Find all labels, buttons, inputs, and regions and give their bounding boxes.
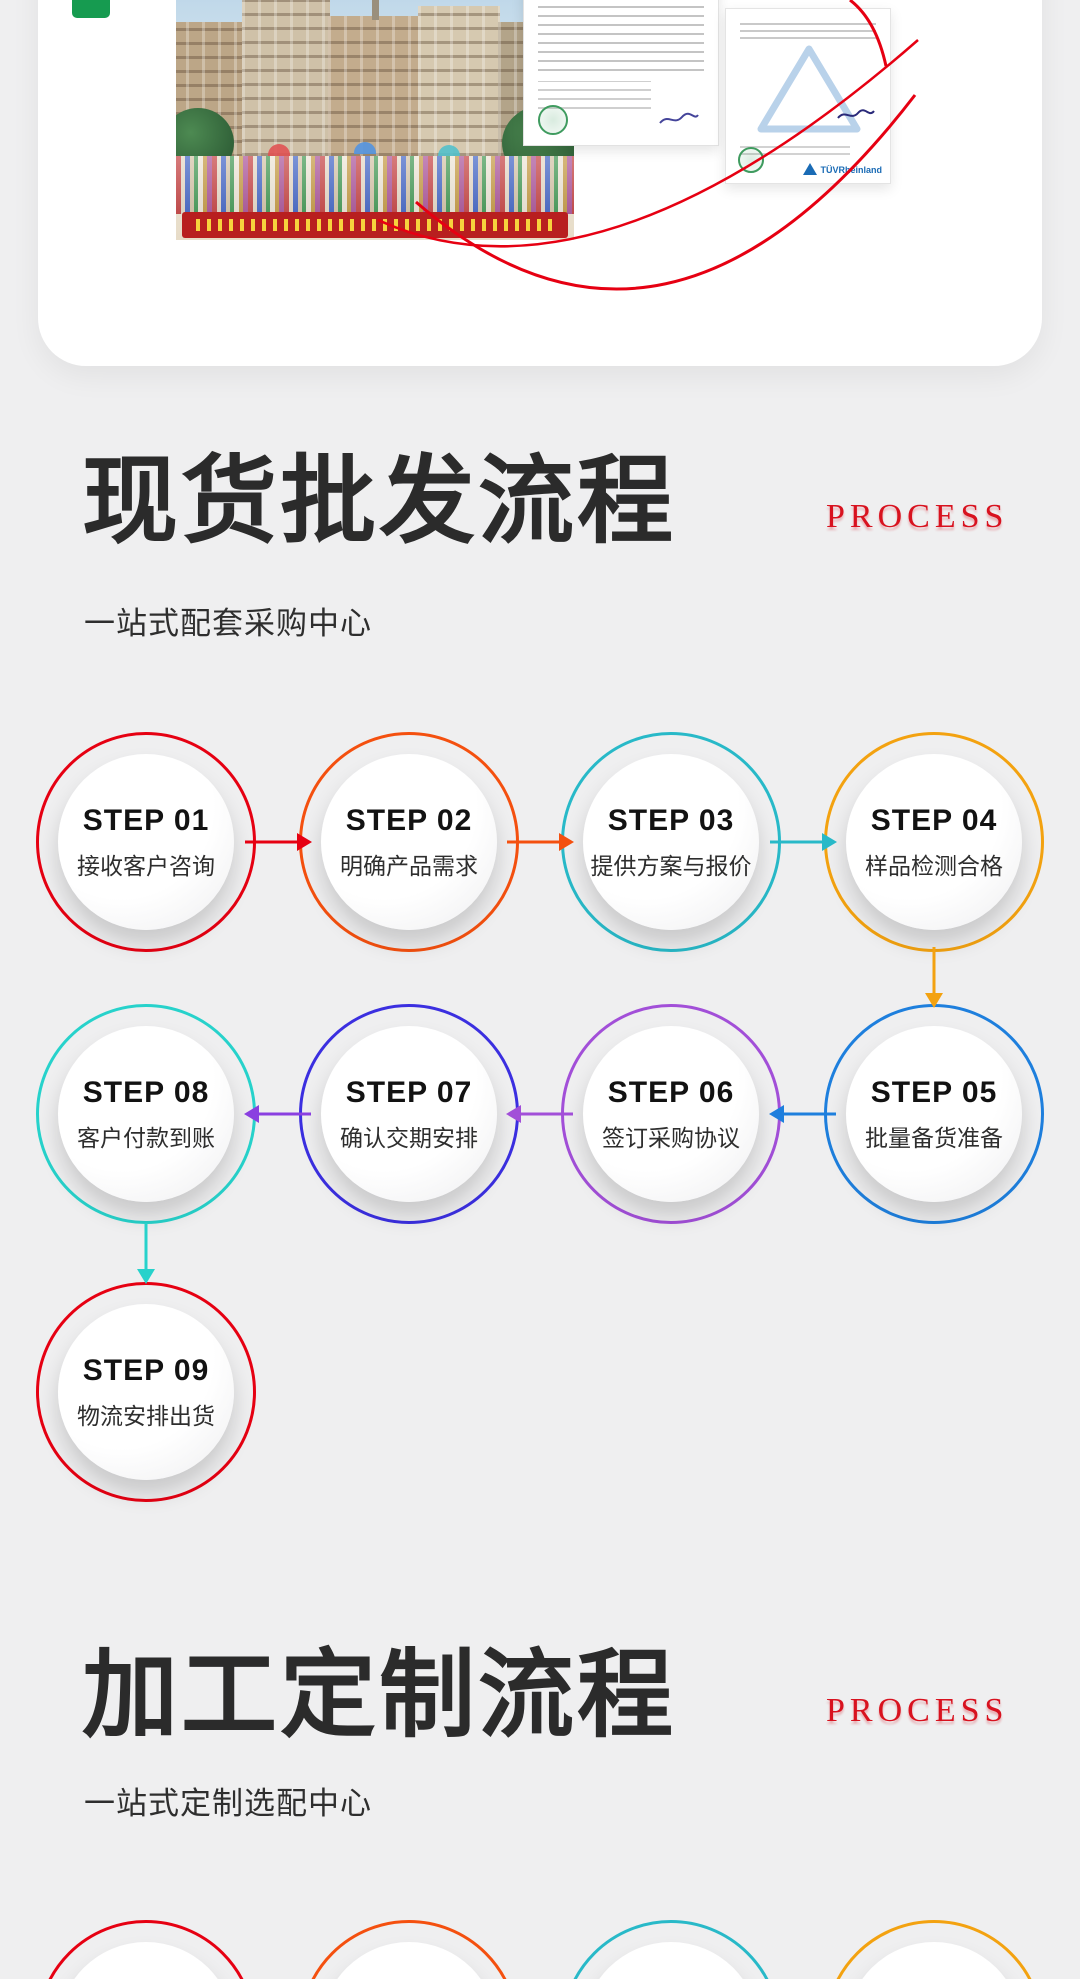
step-number: STEP 04 — [870, 803, 998, 837]
step-circle-09: STEP 09 物流安排出货 — [36, 1282, 256, 1502]
step-inner-circle: STEP 09 物流安排出货 — [58, 1304, 234, 1480]
signature-icon — [659, 112, 699, 124]
step-circle-05: STEP 05 批量备货准备 — [824, 1004, 1044, 1224]
step-circle-06: STEP 06 签订采购协议 — [561, 1004, 781, 1224]
photo-umbrella — [354, 142, 376, 154]
flow-arrow-left-icon — [768, 1102, 838, 1126]
step-number: STEP 08 — [82, 1075, 210, 1109]
step-label: 接收客户咨询 — [77, 852, 215, 879]
step-number: STEP 03 — [607, 803, 735, 837]
step-number: STEP 01 — [82, 803, 210, 837]
step-inner-circle: STEP 07 确认交期安排 — [321, 1026, 497, 1202]
step-label: 批量备货准备 — [865, 1124, 1003, 1151]
flow-arrow-right-icon — [505, 830, 575, 854]
company-group-photo — [176, 0, 574, 240]
process-tag: PROCESS — [826, 498, 1009, 535]
banner-text-marks — [196, 219, 554, 231]
step-circle-01: STEP 01 接收客户咨询 — [36, 732, 256, 952]
tuv-certificate: TÜVRheinland — [725, 8, 891, 184]
flow-arrow-left-icon — [243, 1102, 313, 1126]
green-stamp-icon — [538, 105, 568, 135]
flow-arrow-right-icon — [243, 830, 313, 854]
step-label: 样品检测合格 — [865, 852, 1003, 879]
tuv-logo-text: TÜVRheinland — [820, 165, 882, 175]
step-label: 确认交期安排 — [340, 1124, 478, 1151]
step-number: STEP 09 — [82, 1353, 210, 1387]
step-number: STEP 06 — [607, 1075, 735, 1109]
step-circle-partial-4 — [824, 1920, 1044, 1979]
photo-crowd — [176, 156, 574, 214]
flow-arrow-left-icon — [505, 1102, 575, 1126]
section-subtitle-wholesale: 一站式配套采购中心 — [84, 606, 372, 641]
step-circle-07: STEP 07 确认交期安排 — [299, 1004, 519, 1224]
step-inner-circle: STEP 06 签订采购协议 — [583, 1026, 759, 1202]
green-seal-icon — [738, 147, 764, 173]
flow-arrow-down-icon — [922, 945, 946, 1009]
flow-arrow-down-icon — [134, 1221, 158, 1285]
photo-red-banner — [182, 212, 568, 238]
certificate-text-lines — [740, 19, 876, 39]
brand-logo-fragment — [72, 0, 110, 18]
step-label: 客户付款到账 — [77, 1124, 215, 1151]
tuv-logo: TÜVRheinland — [803, 163, 882, 175]
photo-building — [328, 16, 420, 156]
step-number: STEP 07 — [345, 1075, 473, 1109]
step-label: 明确产品需求 — [340, 852, 478, 879]
section-title-custom: 加工定制流程 — [82, 1642, 676, 1749]
section-subtitle-custom: 一站式定制选配中心 — [84, 1786, 372, 1821]
step-circle-03: STEP 03 提供方案与报价 — [561, 732, 781, 952]
photo-umbrella — [268, 144, 290, 156]
step-number: STEP 05 — [870, 1075, 998, 1109]
step-label: 提供方案与报价 — [590, 852, 752, 879]
process-tag: PROCESS — [826, 1692, 1009, 1729]
photo-tower — [372, 0, 379, 20]
tuv-triangle-icon — [803, 163, 818, 175]
step-inner-circle: STEP 04 样品检测合格 — [846, 754, 1022, 930]
photo-building — [418, 6, 500, 156]
step-circle-partial-2 — [299, 1920, 519, 1979]
flow-arrow-right-icon — [768, 830, 838, 854]
step-circle-partial-3 — [561, 1920, 781, 1979]
step-label: 签订采购协议 — [602, 1124, 740, 1151]
section-title-wholesale: 现货批发流程 — [82, 448, 676, 555]
signature-icon — [837, 109, 875, 119]
step-inner-circle: STEP 01 接收客户咨询 — [58, 754, 234, 930]
step-inner-circle: STEP 02 明确产品需求 — [321, 754, 497, 930]
step-circle-08: STEP 08 客户付款到账 — [36, 1004, 256, 1224]
step-inner-circle: STEP 08 客户付款到账 — [58, 1026, 234, 1202]
step-circle-partial-1 — [36, 1920, 256, 1979]
photo-building — [176, 22, 246, 157]
report-paragraph — [538, 3, 704, 71]
test-report-document — [523, 0, 719, 146]
step-inner-circle: STEP 05 批量备货准备 — [846, 1026, 1022, 1202]
step-circle-02: STEP 02 明确产品需求 — [299, 732, 519, 952]
step-label: 物流安排出货 — [77, 1402, 215, 1429]
step-circle-04: STEP 04 样品检测合格 — [824, 732, 1044, 952]
step-number: STEP 02 — [345, 803, 473, 837]
photo-building — [242, 0, 330, 156]
step-inner-circle: STEP 03 提供方案与报价 — [583, 754, 759, 930]
intro-card: TÜVRheinland — [38, 0, 1042, 366]
